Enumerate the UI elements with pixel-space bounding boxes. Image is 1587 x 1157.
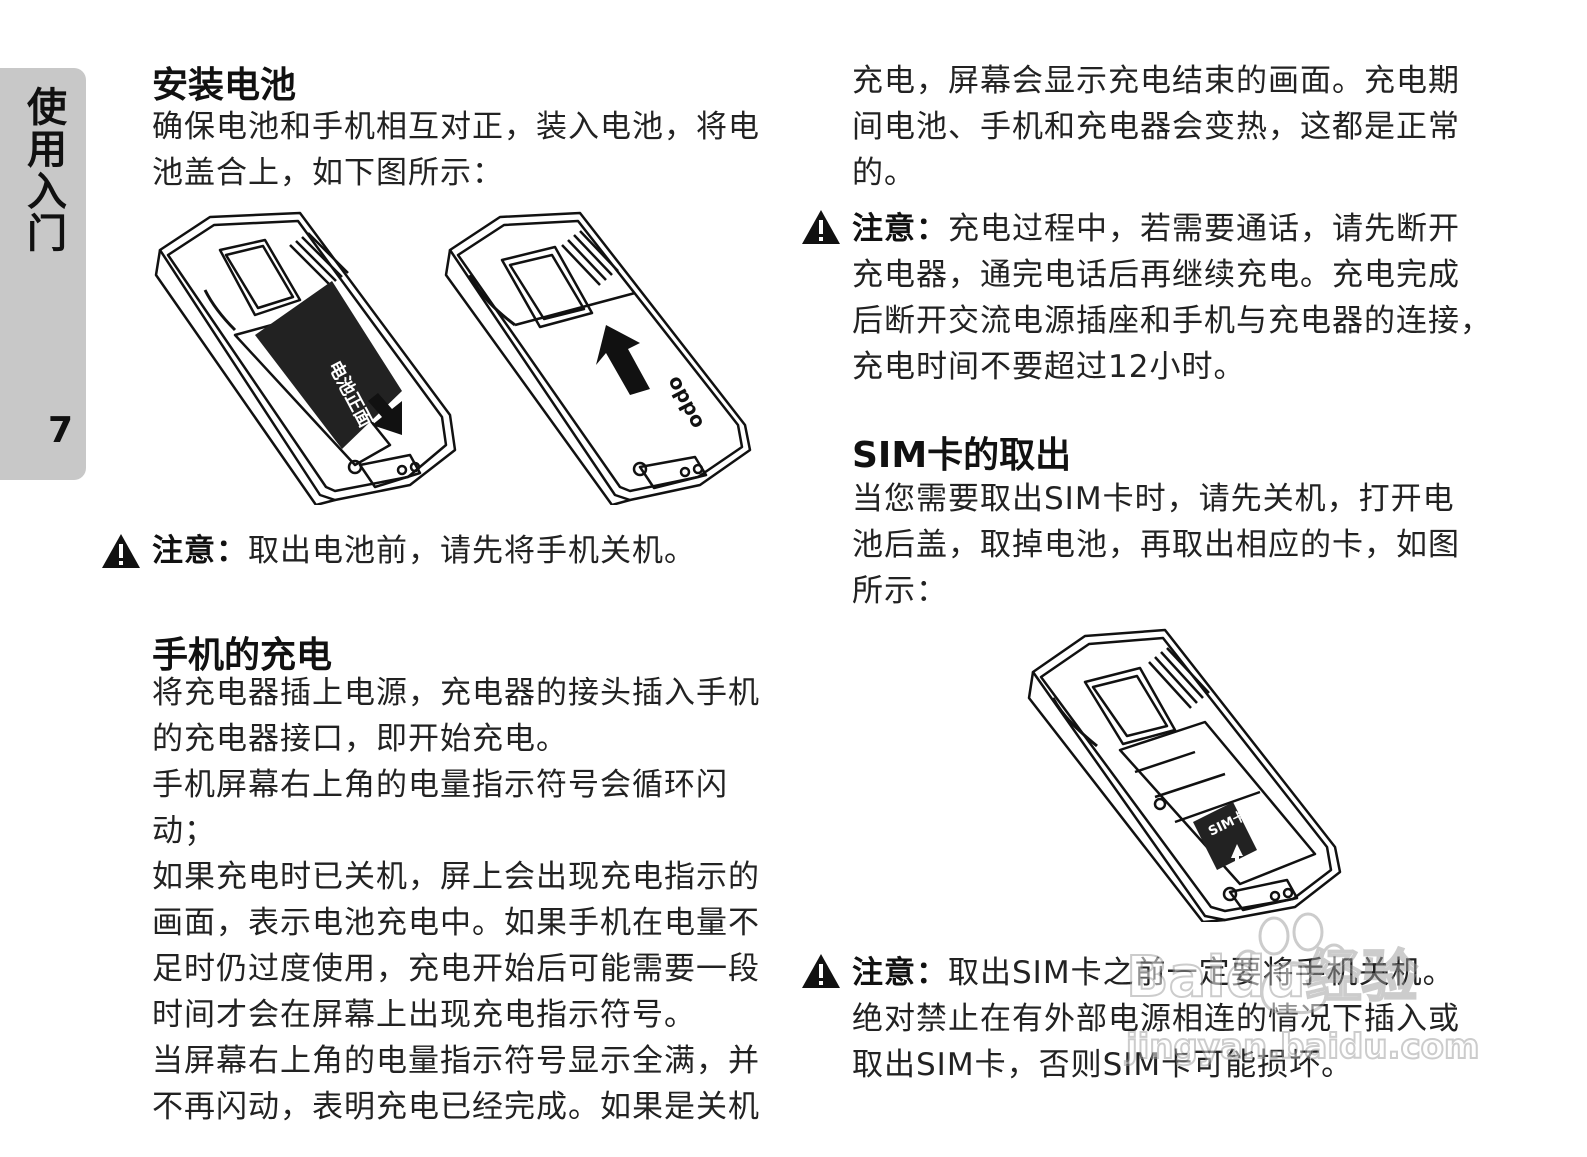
sim-line: 池后盖，取掉电池，再取出相应的卡，如图 bbox=[852, 527, 1460, 563]
note-text: 充电过程中，若需要通话，请先断开 bbox=[948, 211, 1460, 247]
charging-line: 手机屏幕右上角的电量指示符号会循环闪动； bbox=[152, 767, 728, 849]
note-text: 取出SIM卡，否则SIM卡可能损坏。 bbox=[852, 1047, 1354, 1083]
note-label: 注意： bbox=[852, 211, 948, 247]
charging-body: 将充电器插上电源，充电器的接头插入手机 的充电器接口，即开始充电。 手机屏幕右上… bbox=[152, 670, 782, 1130]
install-battery-line: 池盖合上，如下图所示： bbox=[152, 155, 504, 191]
charging-line: 如果充电时已关机，屏上会出现充电指示的 bbox=[152, 859, 760, 895]
charging-note: 注意：充电过程中，若需要通话，请先断开 充电器，通完电话后再继续充电。充电完成 … bbox=[852, 206, 1532, 390]
note-text: 后断开交流电源插座和手机与充电器的连接， bbox=[852, 303, 1492, 339]
sim-line: 当您需要取出SIM卡时，请先关机，打开电 bbox=[852, 481, 1455, 517]
battery-shape bbox=[255, 281, 402, 449]
warning-triangle-icon bbox=[802, 210, 840, 244]
warning-triangle-icon bbox=[802, 954, 840, 988]
note-text: 取出SIM卡之前一定要将手机关机。 bbox=[948, 955, 1455, 991]
charging-line: 不再闪动，表明充电已经完成。如果是关机 bbox=[152, 1089, 760, 1125]
install-battery-body: 确保电池和手机相互对正，装入电池，将电 池盖合上，如下图所示： bbox=[152, 104, 772, 196]
cover-close-illustration: oppo bbox=[444, 211, 752, 505]
sim-line: 所示： bbox=[852, 573, 948, 609]
note-text: 绝对禁止在有外部电源相连的情况下插入或 bbox=[852, 1001, 1460, 1037]
charging-line: 足时仍过度使用，充电开始后可能需要一段 bbox=[152, 951, 760, 987]
page-number: 7 bbox=[48, 410, 74, 451]
chapter-title: 使用入门 bbox=[20, 86, 66, 254]
warning-triangle-icon bbox=[102, 534, 140, 568]
install-battery-line: 确保电池和手机相互对正，装入电池，将电 bbox=[152, 109, 760, 145]
sim-removal-body: 当您需要取出SIM卡时，请先关机，打开电 池后盖，取掉电池，再取出相应的卡，如图… bbox=[852, 476, 1492, 614]
charging-line: 间电池、手机和充电器会变热，这都是正常 bbox=[852, 109, 1460, 145]
arrow-up-icon bbox=[596, 325, 650, 395]
install-battery-heading: 安装电池 bbox=[152, 65, 297, 106]
charging-heading: 手机的充电 bbox=[152, 635, 333, 676]
note-text: 充电器，通完电话后再继续充电。充电完成 bbox=[852, 257, 1460, 293]
charging-line: 时间才会在屏幕上出现充电指示符号。 bbox=[152, 997, 696, 1033]
note-text: 取出电池前，请先将手机关机。 bbox=[248, 533, 696, 569]
charging-continued: 充电，屏幕会显示充电结束的画面。充电期 间电池、手机和充电器会变热，这都是正常 … bbox=[852, 58, 1492, 196]
battery-note: 注意：取出电池前，请先将手机关机。 bbox=[152, 528, 772, 574]
note-label: 注意： bbox=[852, 955, 948, 991]
note-label: 注意： bbox=[152, 533, 248, 569]
charging-line: 的。 bbox=[852, 155, 916, 191]
sim-removal-heading: SIM卡的取出 bbox=[852, 435, 1072, 476]
arrow-up-icon bbox=[1231, 844, 1243, 864]
charging-line: 当屏幕右上角的电量指示符号显示全满，并 bbox=[152, 1043, 760, 1079]
charging-line: 画面，表示电池充电中。如果手机在电量不 bbox=[152, 905, 760, 941]
charging-line: 将充电器插上电源，充电器的接头插入手机 bbox=[152, 675, 760, 711]
battery-insert-illustration: 电池正面 bbox=[154, 211, 457, 505]
charging-line: 充电，屏幕会显示充电结束的画面。充电期 bbox=[852, 63, 1460, 99]
charging-line: 的充电器接口，即开始充电。 bbox=[152, 721, 568, 757]
note-text: 充电时间不要超过12小时。 bbox=[852, 349, 1246, 385]
chapter-side-tab bbox=[0, 68, 86, 480]
sim-note: 注意：取出SIM卡之前一定要将手机关机。 绝对禁止在有外部电源相连的情况下插入或… bbox=[852, 950, 1532, 1088]
sim-removal-illustration: SIM卡 bbox=[1027, 628, 1342, 922]
